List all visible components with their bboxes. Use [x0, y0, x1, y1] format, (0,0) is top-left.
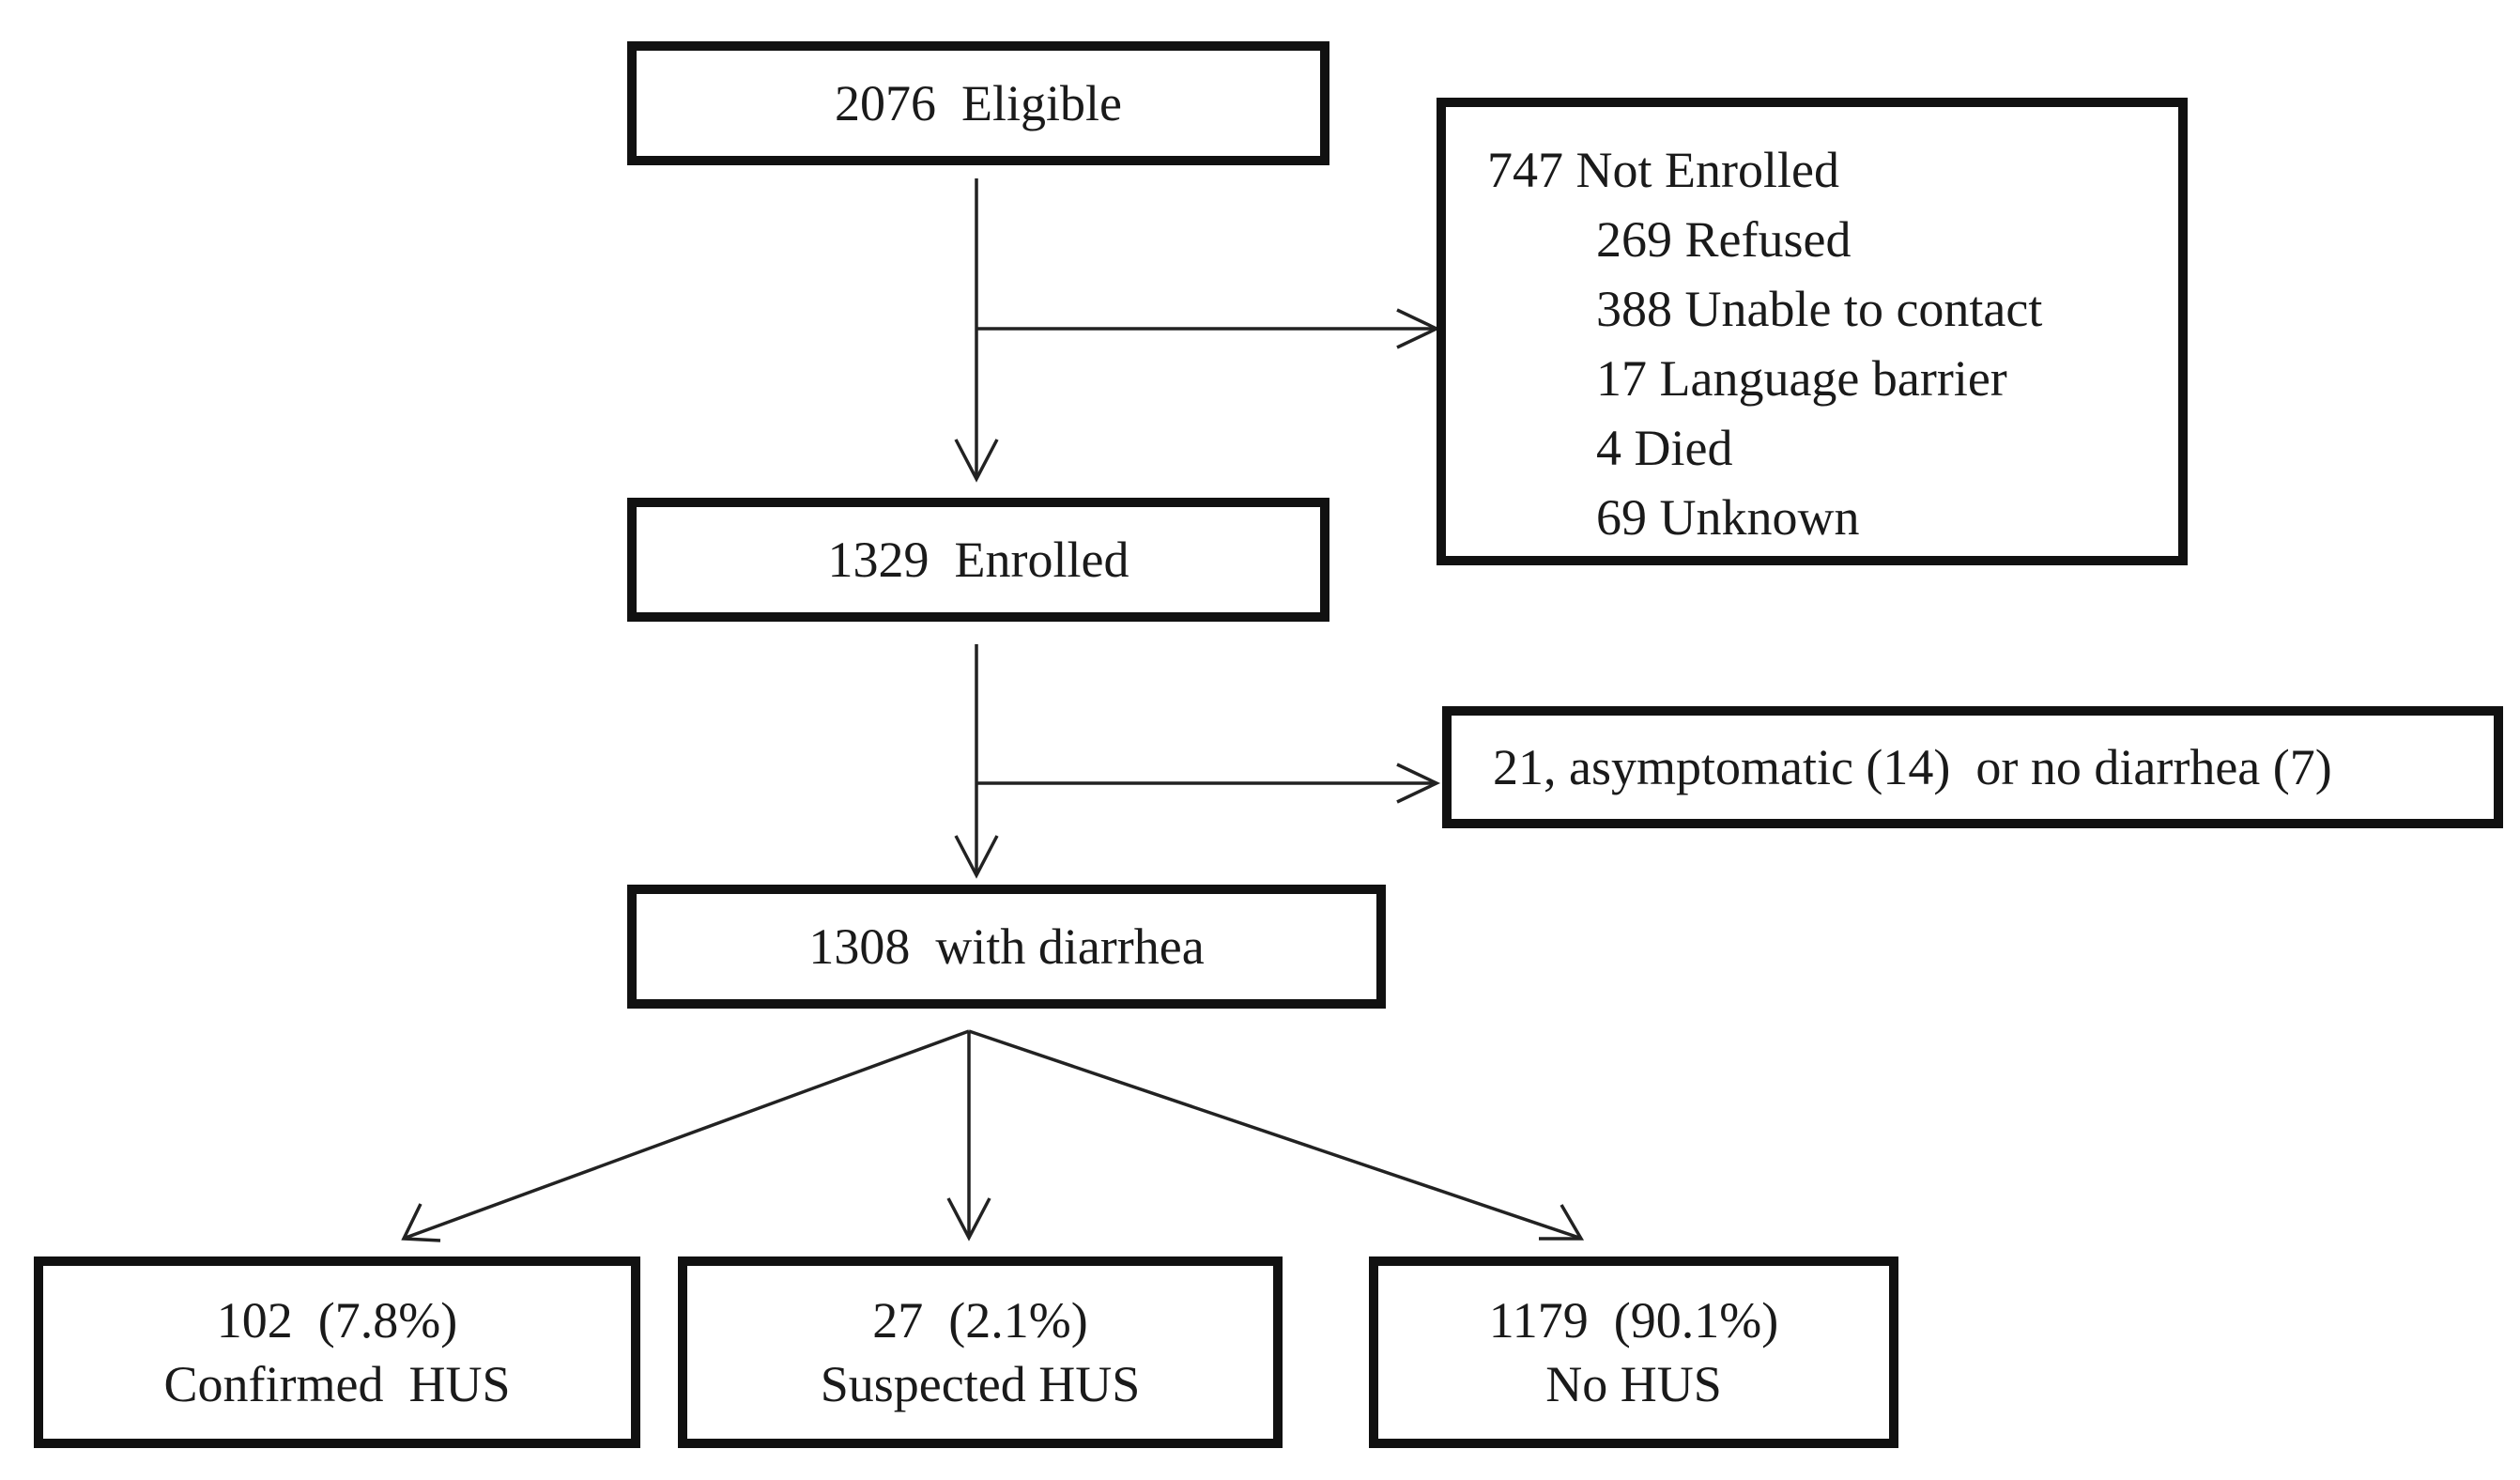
excluded-box: 21, asymptomatic (14) or no diarrhea (7)	[1442, 706, 2503, 828]
reason-unknown: 69 Unknown	[1596, 489, 1860, 546]
arrowhead-diarrhea	[954, 835, 999, 879]
with-diarrhea-label: 1308 with diarrhea	[808, 918, 1205, 975]
confirmed-hus-count: 102 (7.8%)	[216, 1292, 458, 1349]
reason-language-barrier: 17 Language barrier	[1596, 350, 2007, 407]
not-enrolled-title: 747 Not Enrolled	[1487, 142, 1839, 198]
arrowhead-enrolled	[954, 439, 999, 483]
enrolled-label: 1329 Enrolled	[827, 532, 1129, 588]
suspected-hus-label: Suspected HUS	[820, 1356, 1141, 1412]
arrowhead-confirmed	[401, 1203, 441, 1242]
no-hus-box: 1179 (90.1%) No HUS	[1369, 1256, 1898, 1448]
arrow-to-confirmed	[405, 1029, 970, 1240]
arrowhead-no-hus	[1539, 1204, 1585, 1241]
eligible-box: 2076 Eligible	[627, 41, 1329, 165]
reason-died: 4 Died	[1596, 420, 1733, 476]
arrow-to-no-hus	[968, 1029, 1580, 1240]
suspected-hus-box: 27 (2.1%) Suspected HUS	[678, 1256, 1283, 1448]
no-hus-count: 1179 (90.1%)	[1488, 1292, 1779, 1349]
eligible-label: 2076 Eligible	[835, 75, 1122, 131]
not-enrolled-box: 747 Not Enrolled 269 Refused 388 Unable …	[1437, 98, 2188, 565]
reason-unable-to-contact: 388 Unable to contact	[1596, 281, 2043, 337]
with-diarrhea-box: 1308 with diarrhea	[627, 885, 1386, 1009]
confirmed-hus-label: Confirmed HUS	[163, 1356, 511, 1412]
not-enrolled-reasons: 269 Refused 388 Unable to contact 17 Lan…	[1487, 205, 2178, 552]
excluded-label: 21, asymptomatic (14) or no diarrhea (7)	[1493, 739, 2332, 795]
arrowhead-excluded	[1396, 763, 1441, 804]
enrolled-box: 1329 Enrolled	[627, 498, 1329, 622]
arrowhead-suspected	[946, 1197, 991, 1241]
no-hus-label: No HUS	[1545, 1356, 1722, 1412]
reason-refused: 269 Refused	[1596, 211, 1852, 268]
confirmed-hus-box: 102 (7.8%) Confirmed HUS	[34, 1256, 640, 1448]
suspected-hus-count: 27 (2.1%)	[872, 1292, 1088, 1349]
